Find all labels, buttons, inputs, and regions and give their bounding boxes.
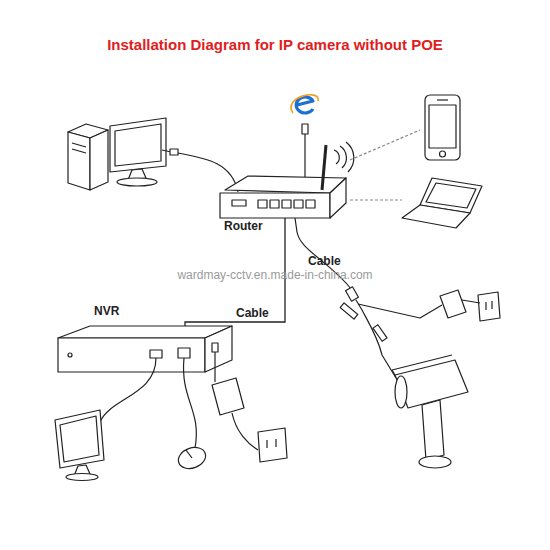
laptop xyxy=(402,178,482,228)
nvr-monitor xyxy=(55,358,156,481)
router-device xyxy=(220,145,346,218)
camera-cable xyxy=(295,218,442,378)
bullet-camera xyxy=(392,355,468,468)
nvr-box: NVR xyxy=(56,326,234,372)
device-label: Router xyxy=(224,220,284,234)
device-label: NVR xyxy=(94,305,144,319)
watermark: wardmay-cctv.en.made-in-china.com xyxy=(150,269,400,283)
diagram-title: Installation Diagram for IP camera witho… xyxy=(10,36,540,53)
router-box: Router xyxy=(220,193,332,218)
camera-power-adapter xyxy=(440,290,500,321)
wireless-link xyxy=(350,199,402,200)
internet-logo xyxy=(291,95,318,180)
nvr-device xyxy=(58,326,232,372)
smart-phone xyxy=(425,95,460,160)
mouse xyxy=(175,358,208,472)
cable-label: Cable xyxy=(236,307,286,321)
pc-tower xyxy=(68,124,108,190)
pc-cable xyxy=(162,149,238,192)
pc-monitor xyxy=(110,118,166,186)
wireless-link xyxy=(350,130,420,160)
cable-label: Cable xyxy=(308,255,358,269)
wifi-waves xyxy=(334,142,354,172)
nvr-power-adapter xyxy=(212,352,287,462)
